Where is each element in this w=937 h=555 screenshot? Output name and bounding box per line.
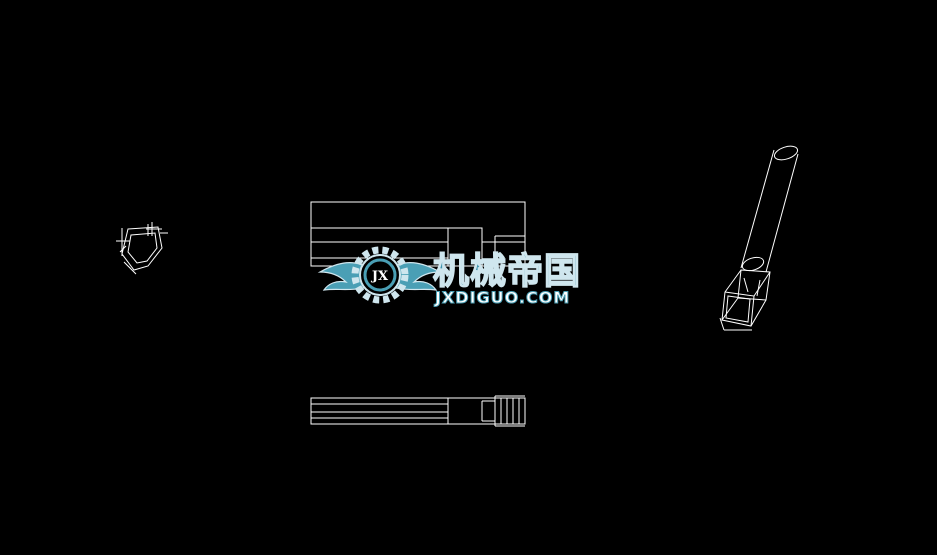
isometric-view (719, 145, 799, 331)
watermark-en-text: JXDIGUO.COM (434, 288, 570, 307)
watermark-logo: JX 机械帝国 JXDIGUO.COM (317, 246, 581, 308)
top-view (310, 395, 526, 427)
section-detail-view (116, 222, 168, 275)
watermark-cn-text: 机械帝国 (433, 251, 581, 292)
gear-wings-logo-icon: JX (351, 246, 409, 304)
emblem-text: JX (371, 269, 389, 284)
front-view (310, 201, 526, 267)
wing-right-icon (387, 262, 443, 291)
